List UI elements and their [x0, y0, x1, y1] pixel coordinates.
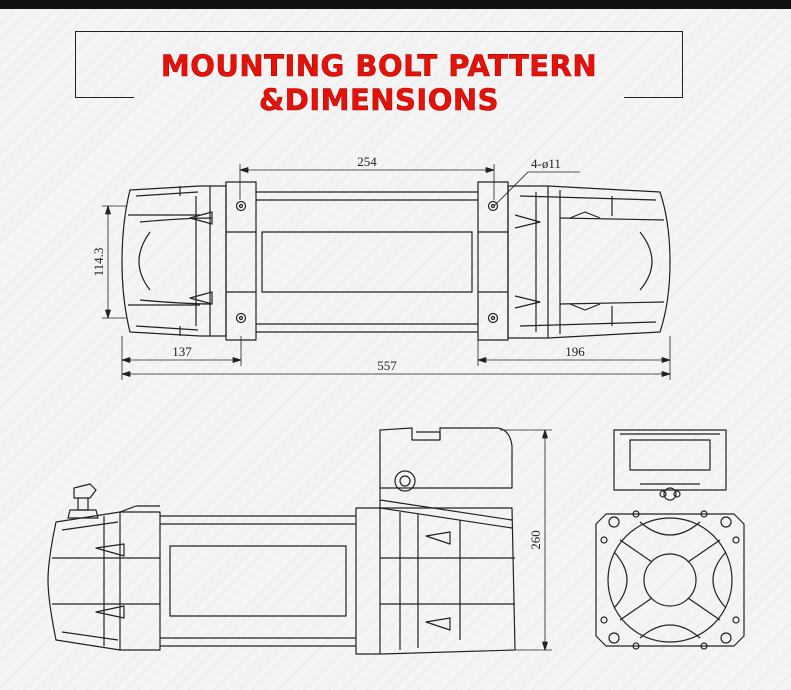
dim-left-offset: 137 — [172, 344, 192, 359]
top-bar — [0, 0, 791, 9]
front-view-winch — [47, 427, 516, 655]
dim-bolt-height: 114.3 — [91, 248, 106, 277]
title-frame: MOUNTING BOLT PATTERN &DIMENSIONS — [75, 31, 683, 117]
dim-bolt-spec: 4-ø11 — [531, 156, 561, 171]
dim-right-offset: 196 — [565, 344, 585, 359]
page-title: MOUNTING BOLT PATTERN &DIMENSIONS — [160, 49, 598, 118]
dim-height: 260 — [528, 530, 543, 550]
top-view-dimensions — [102, 164, 671, 380]
dim-top-width: 254 — [357, 154, 377, 169]
dim-overall-length: 557 — [377, 358, 397, 373]
side-view-winch — [595, 429, 745, 650]
top-view-winch — [121, 181, 671, 341]
front-view-dimensions — [500, 429, 552, 651]
